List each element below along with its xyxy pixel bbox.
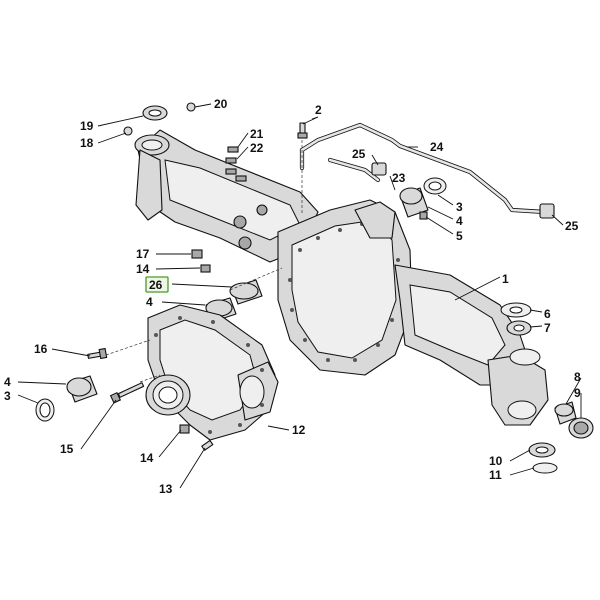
callout-3-left: 3	[4, 389, 11, 403]
right-washers-seals	[500, 302, 594, 474]
callout-7: 7	[544, 321, 551, 335]
callout-16: 16	[34, 342, 48, 356]
callout-21: 21	[250, 127, 264, 141]
leader-lines	[17, 103, 582, 489]
callout-13: 13	[159, 482, 173, 496]
callout-2: 2	[315, 103, 322, 117]
callout-20: 20	[214, 97, 228, 111]
top-left-parts	[123, 102, 247, 182]
callout-22: 22	[250, 141, 264, 155]
pipe-fitting	[371, 162, 555, 219]
callout-15: 15	[60, 442, 74, 456]
carrier-bolts	[87, 339, 214, 451]
axle-housing	[134, 129, 549, 426]
callout-14-upper: 14	[136, 262, 150, 276]
callout-4-left: 4	[4, 375, 11, 389]
left-bushing-seal	[35, 375, 98, 422]
callout-3: 3	[456, 200, 463, 214]
callout-25-upper: 25	[352, 147, 366, 161]
callout-labels: 1 2 3 4 5 6 7 8 9 10 11 12 13 14 15 16 4…	[4, 97, 581, 496]
upper-right-bushings	[399, 177, 447, 220]
callout-6: 6	[544, 307, 551, 321]
top-bolts	[297, 122, 308, 215]
callout-4: 4	[456, 214, 463, 228]
callout-12: 12	[292, 423, 306, 437]
gear-carrier	[145, 304, 279, 441]
brake-pipe	[299, 122, 548, 215]
callout-4-center: 4	[146, 295, 153, 309]
callout-18: 18	[80, 136, 94, 150]
callout-24: 24	[430, 140, 444, 154]
callout-9: 9	[574, 386, 581, 400]
callout-26-highlight[interactable]: 26	[145, 276, 169, 293]
callout-14-lower: 14	[140, 451, 154, 465]
callout-25-right: 25	[565, 219, 579, 233]
callout-1: 1	[502, 272, 509, 286]
small-nuts	[191, 249, 211, 273]
callout-5: 5	[456, 229, 463, 243]
callout-17: 17	[136, 247, 150, 261]
callout-23: 23	[392, 171, 406, 185]
callout-10: 10	[489, 454, 503, 468]
callout-26[interactable]: 26	[149, 278, 163, 292]
callout-8: 8	[574, 370, 581, 384]
callout-11: 11	[489, 468, 502, 482]
callout-19: 19	[80, 119, 94, 133]
